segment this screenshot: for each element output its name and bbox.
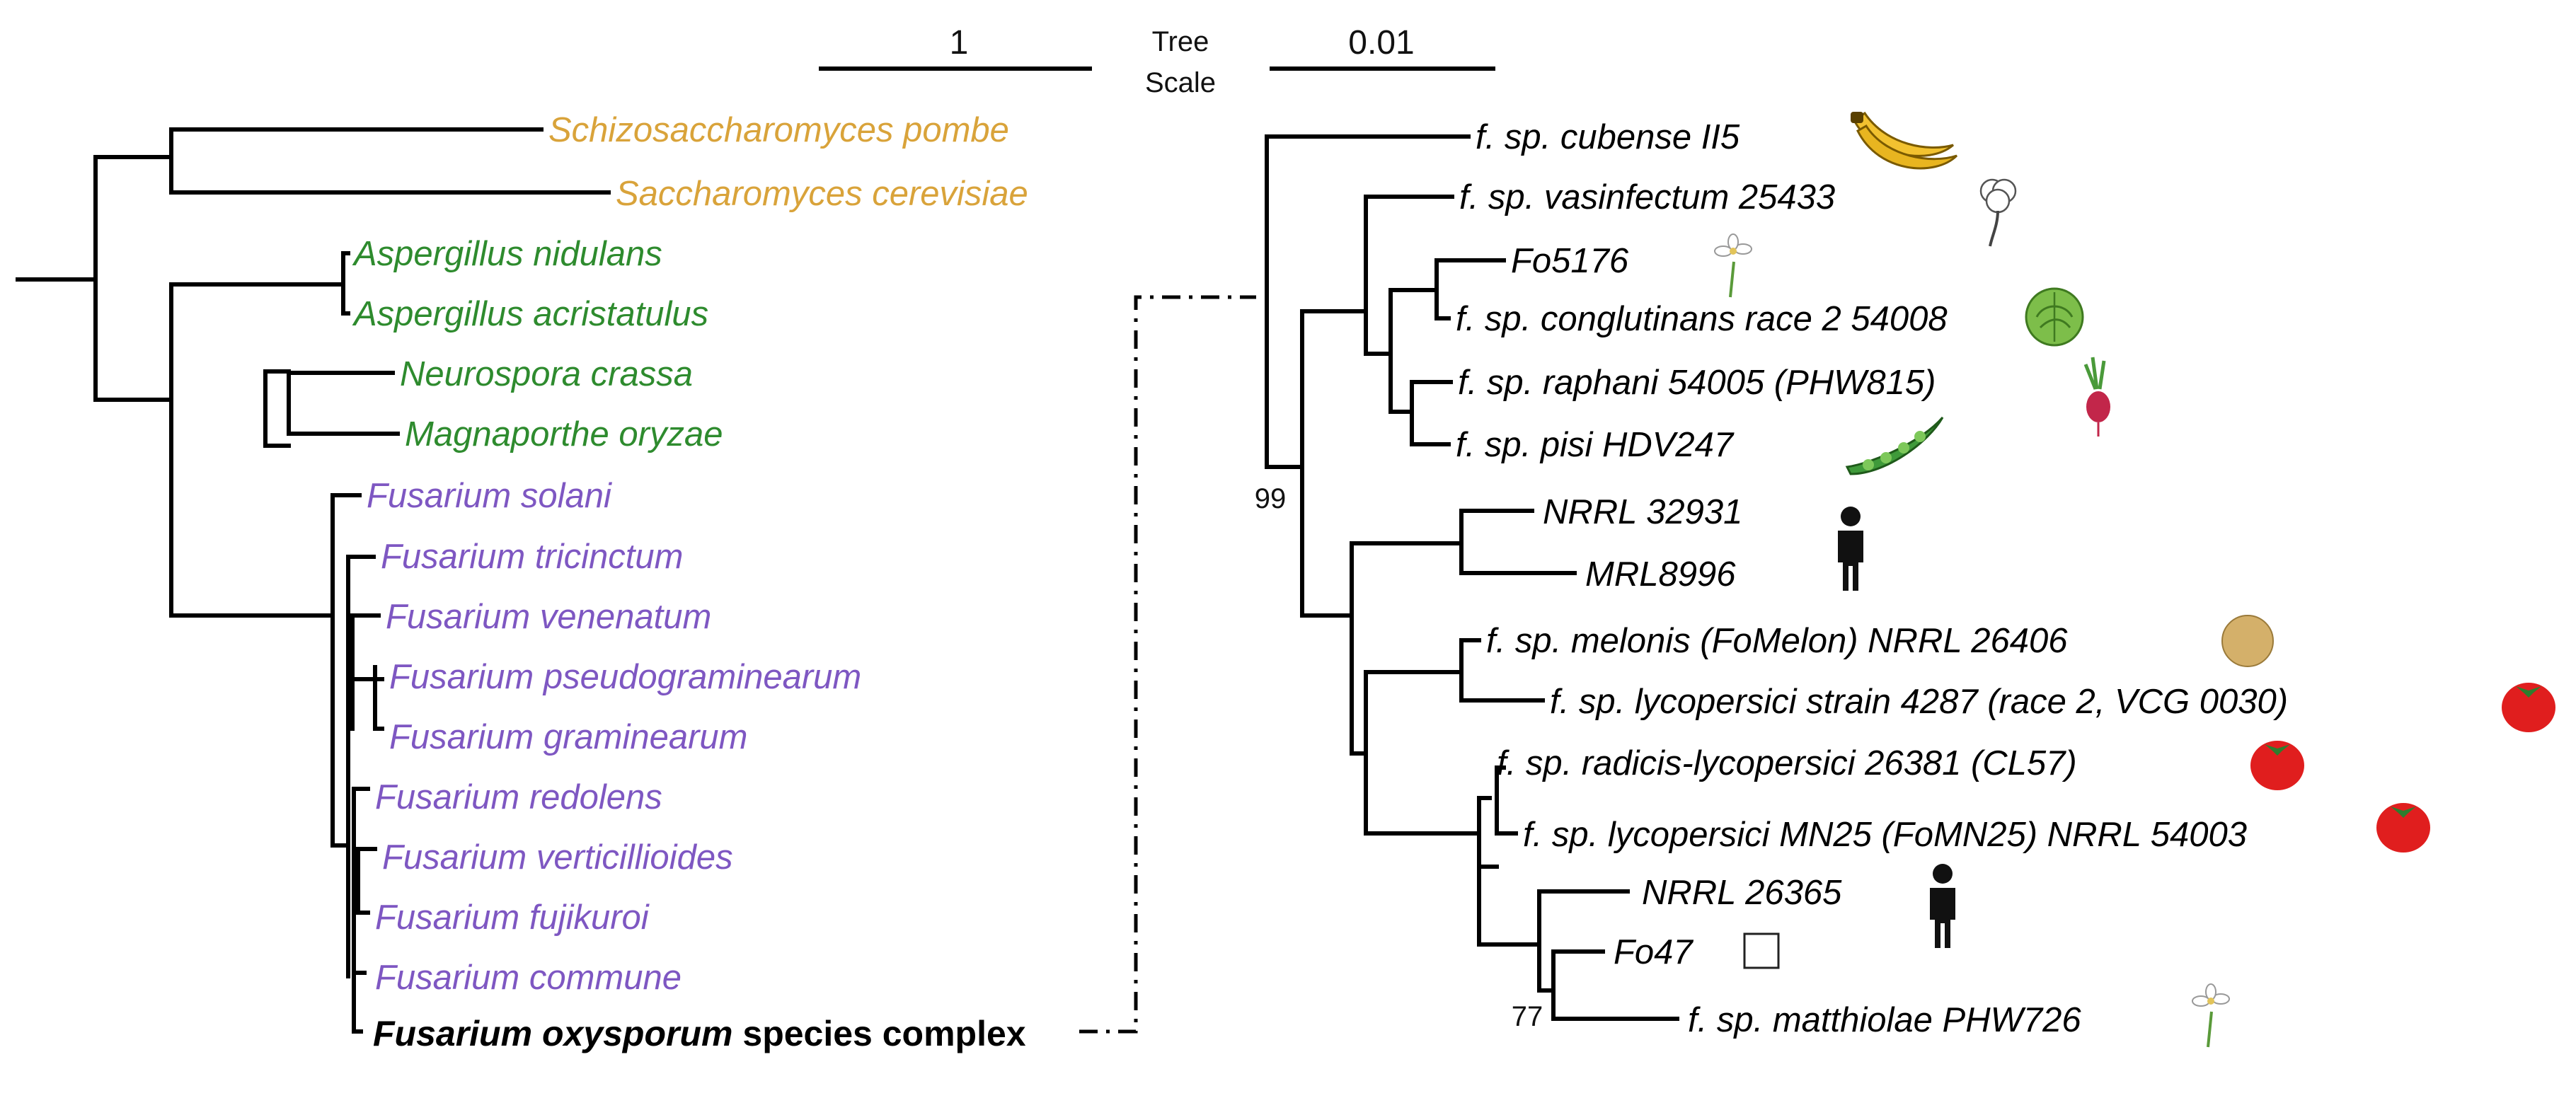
right-taxon-label: f. sp. melonis (FoMelon) NRRL 26406 (1486, 622, 2068, 660)
flower-icon (2192, 983, 2230, 1048)
fosc-suffix: species complex (742, 1014, 1025, 1053)
right-taxon-label: MRL8996 (1585, 555, 1736, 594)
left-tree-branches (16, 127, 1256, 1034)
radish-icon (2083, 357, 2110, 437)
left-taxon-label: Fusarium graminearum (389, 718, 748, 756)
left-taxon-label: Aspergillus acristatulus (352, 295, 708, 333)
right-taxon-label: NRRL 32931 (1543, 493, 1742, 531)
right-taxon-label: f. sp. pisi HDV247 (1456, 426, 1735, 464)
left-taxon-label: Fusarium pseudograminearum (389, 658, 861, 696)
tomato-icon (2250, 741, 2304, 790)
human-icon (1930, 864, 1955, 948)
fosc-species: oxysporum (542, 1014, 733, 1053)
left-taxon-label: Fusarium redolens (375, 778, 662, 816)
tomato-icon (2502, 683, 2555, 732)
empty-square-icon (1743, 932, 1780, 969)
tree-scale: 1 Tree Scale 0.01 (819, 24, 1495, 98)
right-taxon-label: Fo5176 (1511, 242, 1629, 280)
left-taxon-label: Fusarium fujikuroi (375, 898, 650, 937)
melon-icon (2221, 615, 2274, 667)
right-taxon-label: f. sp. vasinfectum 25433 (1459, 178, 1835, 216)
left-taxon-label: Fusarium venenatum (386, 598, 711, 636)
left-taxon-label: Aspergillus nidulans (352, 235, 662, 273)
scale-title-line1: Tree (1152, 26, 1209, 57)
left-taxon-label: Schizosaccharomyces pombe (548, 111, 1009, 149)
scale-bar-right-label: 0.01 (1348, 24, 1414, 62)
support-value-fo47-clade: 77 (1512, 1001, 1543, 1032)
left-taxon-label: Neurospora crassa (400, 355, 693, 393)
flower-icon (1714, 233, 1752, 298)
left-taxon-label: Fusarium solani (367, 477, 612, 515)
host-icons (1714, 111, 2555, 1048)
support-value-root: 99 (1255, 483, 1287, 514)
right-tree-branches (1265, 134, 1679, 1021)
left-taxon-label: Fusarium tricinctum (381, 538, 683, 576)
scale-title-line2: Scale (1145, 67, 1216, 98)
fosc-label: Fusarium oxysporum species complex (373, 1014, 1026, 1053)
left-taxon-label: Fusarium commune (375, 959, 682, 997)
left-taxon-label: Magnaporthe oryzae (405, 415, 723, 453)
left-taxon-label: Fusarium verticillioides (382, 838, 733, 877)
pea-pod-icon (1845, 417, 1944, 475)
right-taxon-label: f. sp. matthiolae PHW726 (1688, 1001, 2081, 1039)
cabbage-icon (2025, 287, 2084, 347)
right-taxon-label: f. sp. lycopersici strain 4287 (race 2, … (1550, 683, 2288, 721)
right-tree-labels: f. sp. cubense II5 f. sp. vasinfectum 254… (1456, 118, 2288, 1039)
right-taxon-label: NRRL 26365 (1642, 874, 1842, 912)
banana-icon (1851, 111, 1958, 170)
scale-bar-left-label: 1 (950, 24, 969, 62)
right-taxon-label: f. sp. radicis-lycopersici 26381 (CL57) (1497, 744, 2077, 782)
right-taxon-label: f. sp. raphani 54005 (PHW815) (1458, 364, 1936, 402)
tomato-icon (2376, 803, 2430, 853)
right-taxon-label: f. sp. cubense II5 (1476, 118, 1740, 156)
right-taxon-label: f. sp. lycopersici MN25 (FoMN25) NRRL 54… (1523, 816, 2247, 854)
fosc-genus: Fusarium (373, 1014, 532, 1053)
fosc-connector (1079, 295, 1256, 1034)
cotton-icon (1979, 178, 2017, 247)
right-taxon-label: Fo47 (1614, 933, 1694, 971)
human-icon (1838, 507, 1863, 591)
left-taxon-label: Saccharomyces cerevisiae (616, 175, 1028, 213)
right-taxon-label: f. sp. conglutinans race 2 54008 (1456, 300, 1948, 338)
